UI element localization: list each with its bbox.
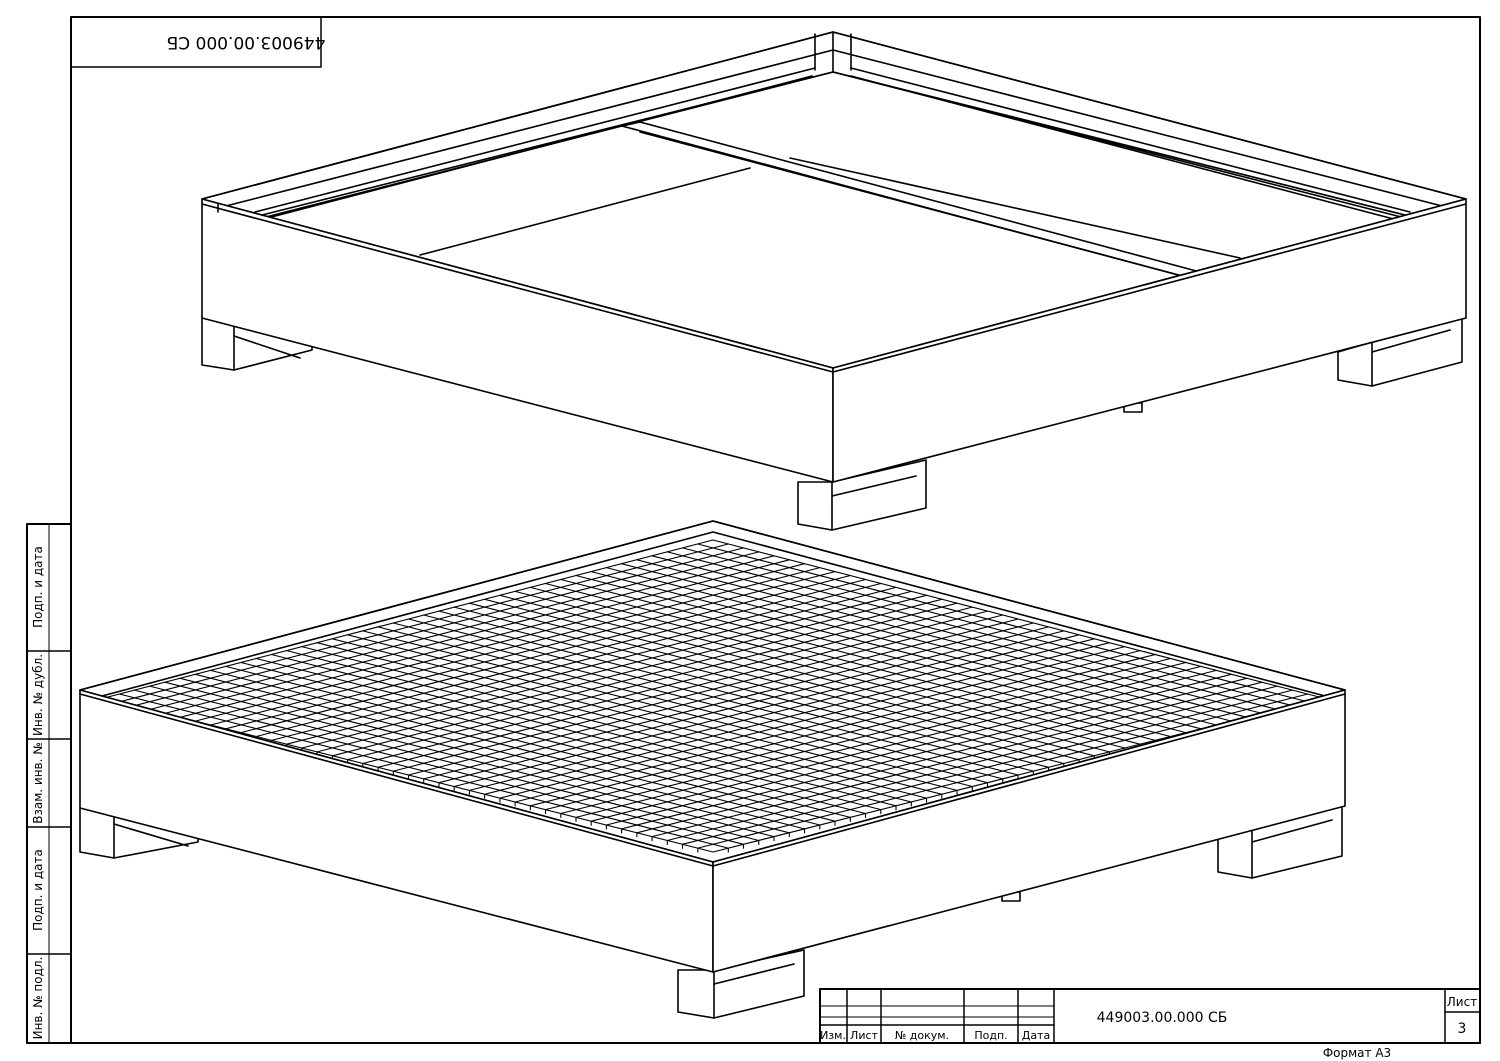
- grating-bar: [651, 555, 1263, 714]
- grating-bar: [712, 539, 1324, 699]
- grating-bar: [529, 650, 1141, 807]
- pallet-leg-right: [1217, 805, 1343, 879]
- grating-bar: [590, 571, 1202, 730]
- grating-bar: [666, 685, 1278, 842]
- grating-bar: [621, 563, 1233, 722]
- col-sign-label: Подп.: [974, 1029, 1007, 1042]
- grating-bar: [560, 578, 1172, 738]
- col-date-label: Дата: [1022, 1029, 1050, 1042]
- grating-bar: [438, 626, 1050, 784]
- tray-leg-front: [797, 459, 927, 531]
- grating-bar: [636, 559, 1248, 718]
- grating-bar: [423, 622, 1034, 780]
- format-label: Формат А3: [1323, 1046, 1391, 1060]
- tray-assembly: [201, 31, 1467, 531]
- grating-bar: [514, 646, 1126, 803]
- grating-bar: [438, 610, 1050, 768]
- grating-bar: [423, 614, 1034, 772]
- grating-bar: [499, 594, 1111, 753]
- title-block: Изм. Лист № докум. Подп. Дата 449003.00.…: [819, 988, 1481, 1060]
- sheet-number: 3: [1458, 1021, 1467, 1037]
- grating-bar: [605, 567, 1217, 726]
- mirrored-designation-box: 449003.00.000 СБ: [70, 16, 326, 68]
- grating-bar: [590, 665, 1202, 822]
- grating-bar: [697, 693, 1309, 849]
- grating-bar: [575, 661, 1187, 818]
- grating-bar: [468, 602, 1080, 761]
- grating-bar: [544, 582, 1156, 741]
- grating-bar: [453, 606, 1065, 765]
- side-podp-date-bottom: Подп. и дата: [31, 849, 45, 931]
- side-podp-date-top: Подп. и дата: [31, 546, 45, 628]
- grating-bar: [468, 634, 1080, 791]
- col-doc-label: № докум.: [895, 1029, 949, 1042]
- grating-bar: [636, 677, 1248, 834]
- side-stamp: Подп. и дата Инв. № дубл. Взам. инв. № П…: [26, 523, 72, 1044]
- grating-pallet-assembly: [79, 520, 1346, 1019]
- grating-bar: [560, 657, 1172, 815]
- grating-mesh: [103, 539, 1324, 853]
- sheet-label: Лист: [1447, 995, 1477, 1009]
- grating-bar: [484, 638, 1095, 795]
- side-inv-dubl: Инв. № дубл.: [31, 654, 45, 736]
- tray-leg-right: [1337, 317, 1463, 387]
- grating-bar: [575, 574, 1187, 734]
- grating-bar: [544, 653, 1156, 811]
- grating-bar: [621, 673, 1233, 830]
- grating-bar: [651, 681, 1263, 838]
- grating-bar: [514, 590, 1126, 749]
- grating-bar: [484, 598, 1095, 757]
- grating-bar: [697, 543, 1309, 703]
- grating-bar: [666, 551, 1278, 711]
- grating-bar: [529, 586, 1141, 745]
- grating-bar: [499, 642, 1111, 799]
- grating-bar: [453, 630, 1065, 788]
- mirrored-designation-text: 449003.00.000 СБ: [167, 32, 326, 52]
- grating-bar: [681, 689, 1294, 845]
- grating-bar: [407, 618, 1019, 776]
- side-vzam-inv: Взам. инв. №: [31, 742, 45, 823]
- col-list-label: Лист: [850, 1029, 878, 1042]
- designation-text: 449003.00.000 СБ: [1097, 1010, 1228, 1026]
- side-inv-podl: Инв. № подл.: [31, 957, 45, 1040]
- col-izm-label: Изм.: [820, 1029, 846, 1042]
- grating-bar: [605, 669, 1217, 826]
- grating-bar: [681, 547, 1294, 707]
